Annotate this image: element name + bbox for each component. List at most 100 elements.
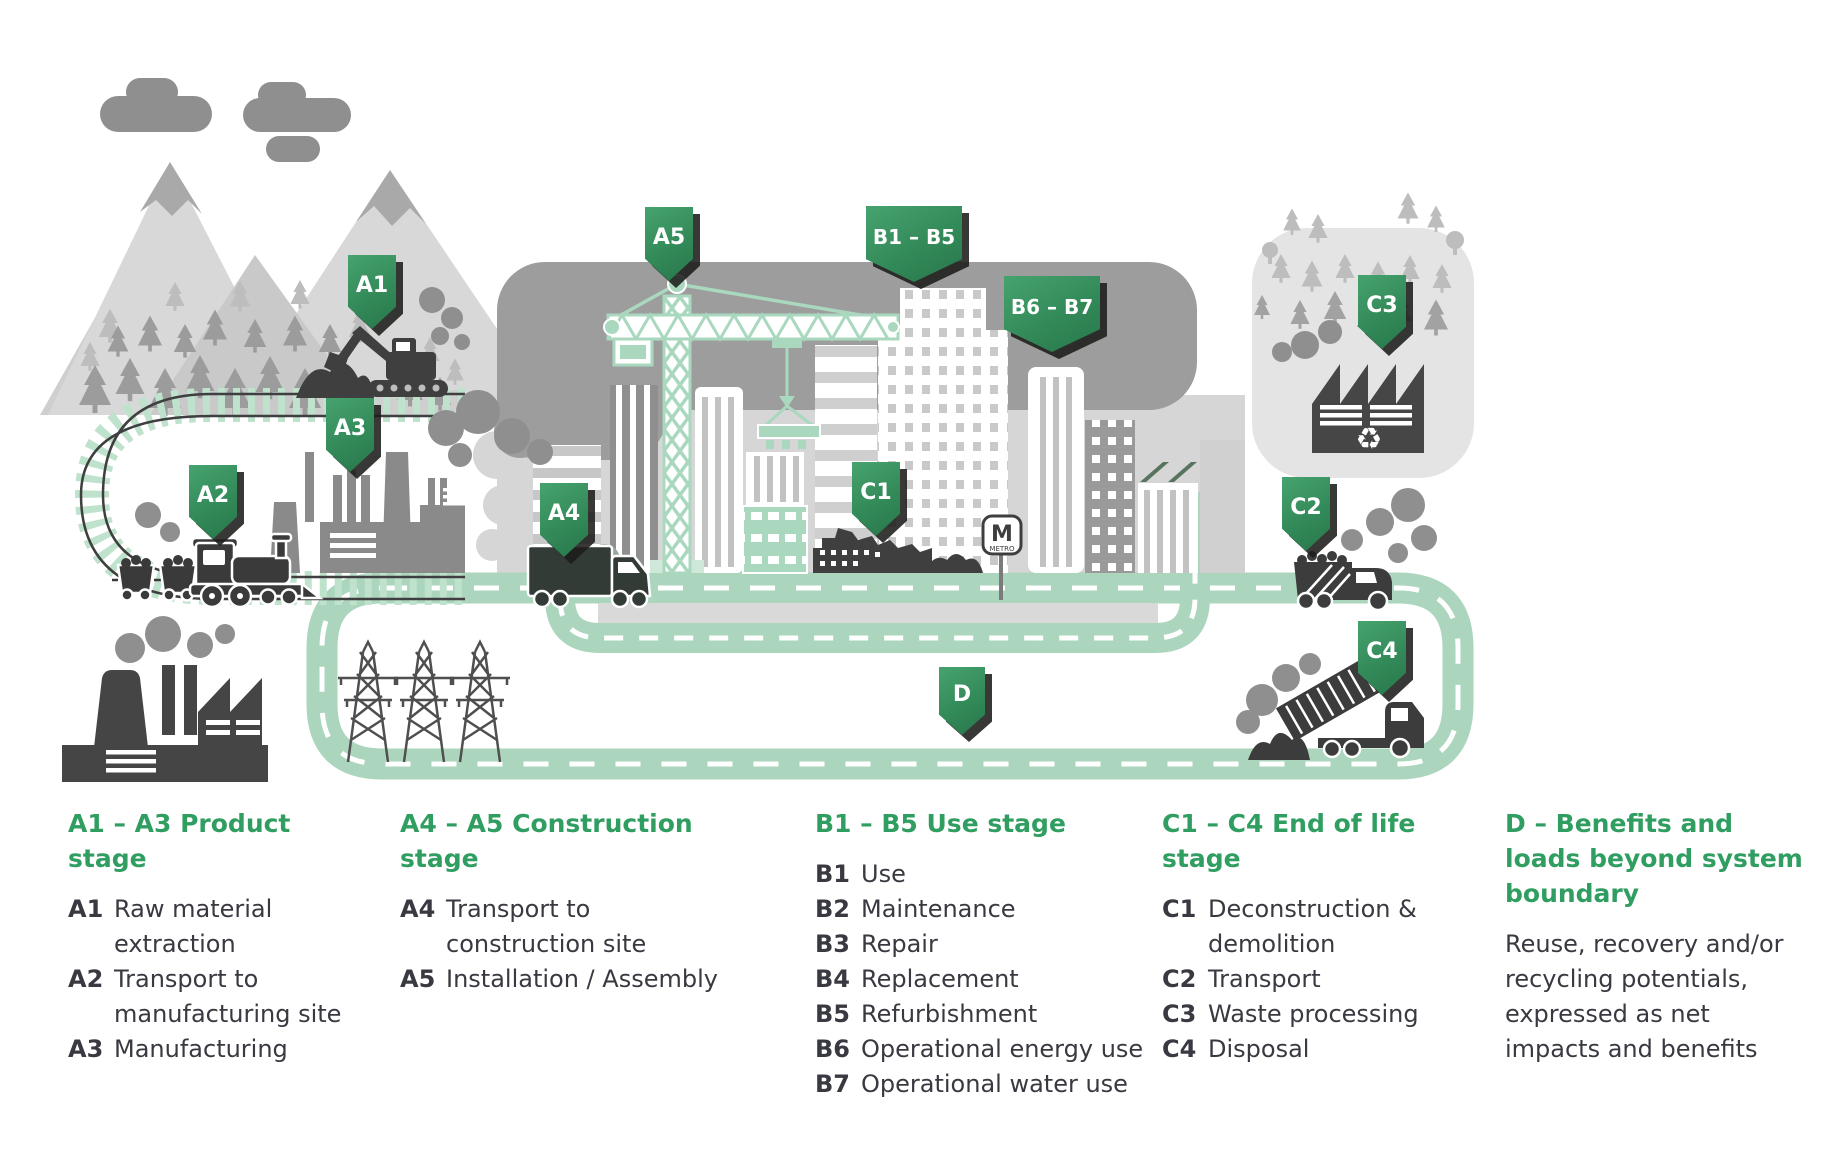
badge-a3-label: A3 (333, 415, 367, 441)
legend-item: B6 Operational energy use (815, 1032, 1145, 1067)
stage-text: Waste processing (1208, 1000, 1419, 1028)
solar-building (1138, 462, 1198, 573)
stage-text: Operational water use (861, 1070, 1128, 1098)
badge-c2: C2 (1282, 477, 1337, 558)
stage-text: Operational energy use (861, 1035, 1144, 1063)
stage-text: Use (861, 860, 906, 888)
product-factory (135, 390, 553, 573)
badge-c3: C3 (1358, 275, 1413, 356)
recycling-plant: ♻ (1272, 320, 1424, 457)
recycling-icon: ♻ (1356, 422, 1383, 457)
energy-factory (62, 616, 268, 782)
legend-item: B5 Refurbishment (815, 997, 1145, 1032)
badge-a2-label: A2 (196, 482, 230, 508)
construction-crane (603, 274, 900, 575)
stage-code: B3 (815, 930, 850, 958)
badge-a4-label: A4 (547, 500, 581, 526)
legend-title: B1 – B5 Use stage (815, 809, 1066, 838)
stage-code: A4 (400, 895, 436, 923)
stage-code: C4 (1162, 1035, 1197, 1063)
badge-a2: A2 (189, 465, 244, 546)
metro-label: METRO (989, 545, 1015, 553)
badge-a1-label: A1 (355, 272, 389, 298)
badge-c4-label: C4 (1366, 638, 1398, 664)
stage-code: B1 (815, 860, 850, 888)
scene-illustration: M METRO (40, 78, 1474, 782)
legend-end-of-life-stage: C1 – C4 End of life stage C1 Deconstructi… (1162, 806, 1482, 1067)
stage-code: C1 (1162, 895, 1197, 923)
legend-item: A3 Manufacturing (68, 1032, 368, 1067)
legend-title: A4 – A5 Construction stage (400, 809, 693, 873)
stage-code: B5 (815, 1000, 850, 1028)
legend-item: B1 Use (815, 857, 1145, 892)
stage-code: B6 (815, 1035, 850, 1063)
city-skyline (533, 288, 1245, 573)
badge-b6-b7-label: B6 – B7 (1010, 295, 1094, 319)
legend-item: B7 Operational water use (815, 1067, 1145, 1102)
badge-b1-b5: B1 – B5 (866, 206, 969, 289)
legend-title: A1 – A3 Product stage (68, 809, 291, 873)
smoke (1236, 653, 1321, 734)
factory-smoke (115, 616, 235, 663)
badge-d: D (939, 667, 992, 742)
legend-item: A5 Installation / Assembly (400, 962, 730, 997)
smoke (1341, 488, 1437, 563)
badge-b1-b5-label: B1 – B5 (872, 225, 956, 249)
stage-code: C3 (1162, 1000, 1197, 1028)
stage-text: Deconstruction & demolition (1208, 895, 1417, 958)
badge-c1: C1 (852, 462, 907, 543)
stage-text: Raw material extraction (114, 895, 273, 958)
mountains (40, 162, 555, 416)
power-lines (336, 640, 512, 764)
badge-c2-label: C2 (1290, 494, 1322, 520)
badge-a5-label: A5 (652, 224, 686, 250)
stage-text: Installation / Assembly (446, 965, 718, 993)
legend-item: B3 Repair (815, 927, 1145, 962)
stage-text: Transport to manufacturing site (114, 965, 342, 1028)
badge-a1: A1 (348, 255, 403, 336)
stage-code: B4 (815, 965, 850, 993)
legend-item: A2 Transport to manufacturing site (68, 962, 368, 1032)
metro-letter: M (991, 522, 1013, 547)
stage-code: A2 (68, 965, 104, 993)
legend-construction-stage: A4 – A5 Construction stage A4 Transport t… (400, 806, 730, 997)
legend-item: C4 Disposal (1162, 1032, 1482, 1067)
legend-title: D – Benefits and loads beyond system bou… (1505, 809, 1803, 908)
steam-train (112, 532, 324, 609)
legend-benefits: D – Benefits and loads beyond system bou… (1505, 806, 1805, 1067)
stage-text: Transport to construction site (446, 895, 647, 958)
badge-b6-b7: B6 – B7 (1004, 276, 1107, 359)
smoke (135, 390, 553, 542)
legend-item: A4 Transport to construction site (400, 892, 730, 962)
legend-title: C1 – C4 End of life stage (1162, 809, 1416, 873)
stage-code: A3 (68, 1035, 104, 1063)
badge-c1-label: C1 (860, 479, 892, 505)
green-building (742, 505, 808, 574)
stage-text: Repair (861, 930, 938, 958)
stage-code: B2 (815, 895, 850, 923)
stage-text: Refurbishment (861, 1000, 1038, 1028)
demolition-site (813, 528, 983, 573)
stage-code: B7 (815, 1070, 850, 1098)
transport-truck (526, 544, 652, 609)
metro-sign: M METRO (981, 514, 1023, 600)
stage-code: A5 (400, 965, 436, 993)
dump-truck (1294, 488, 1437, 612)
legend-item: C1 Deconstruction & demolition (1162, 892, 1482, 962)
stage-text: Disposal (1208, 1035, 1310, 1063)
badge-a3: A3 (326, 398, 381, 479)
badge-c4: C4 (1358, 621, 1413, 702)
building (1085, 420, 1135, 573)
smoke (419, 287, 470, 350)
stage-text: Manufacturing (114, 1035, 288, 1063)
badge-a4: A4 (540, 483, 595, 564)
clouds (100, 78, 351, 162)
badge-a5: A5 (645, 207, 700, 288)
